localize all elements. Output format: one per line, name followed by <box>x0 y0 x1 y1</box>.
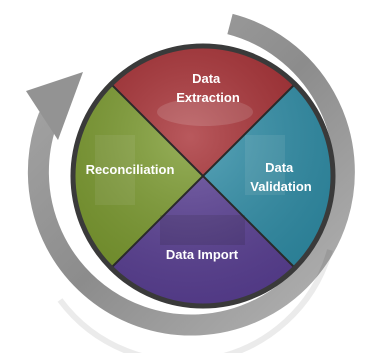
divider <box>110 83 296 269</box>
label-reconciliation: Reconciliation <box>86 162 175 177</box>
label-line: Data <box>265 160 294 175</box>
pie-chart <box>70 43 336 309</box>
cycle-arrow-band <box>27 13 355 336</box>
label-line: Extraction <box>176 90 240 105</box>
label-data-extraction: Data Extraction <box>176 71 240 105</box>
cycle-arrowhead <box>26 72 83 140</box>
cycle-arrow-shadow <box>57 249 333 353</box>
pie-rim <box>70 43 336 309</box>
label-line: Validation <box>250 179 311 194</box>
label-data-import: Data Import <box>166 247 239 262</box>
label-line: Data Import <box>166 247 239 262</box>
cycle-arrow <box>26 13 355 353</box>
label-line: Data <box>192 71 221 86</box>
label-data-validation: Data Validation <box>250 160 311 194</box>
label-line: Reconciliation <box>86 162 175 177</box>
